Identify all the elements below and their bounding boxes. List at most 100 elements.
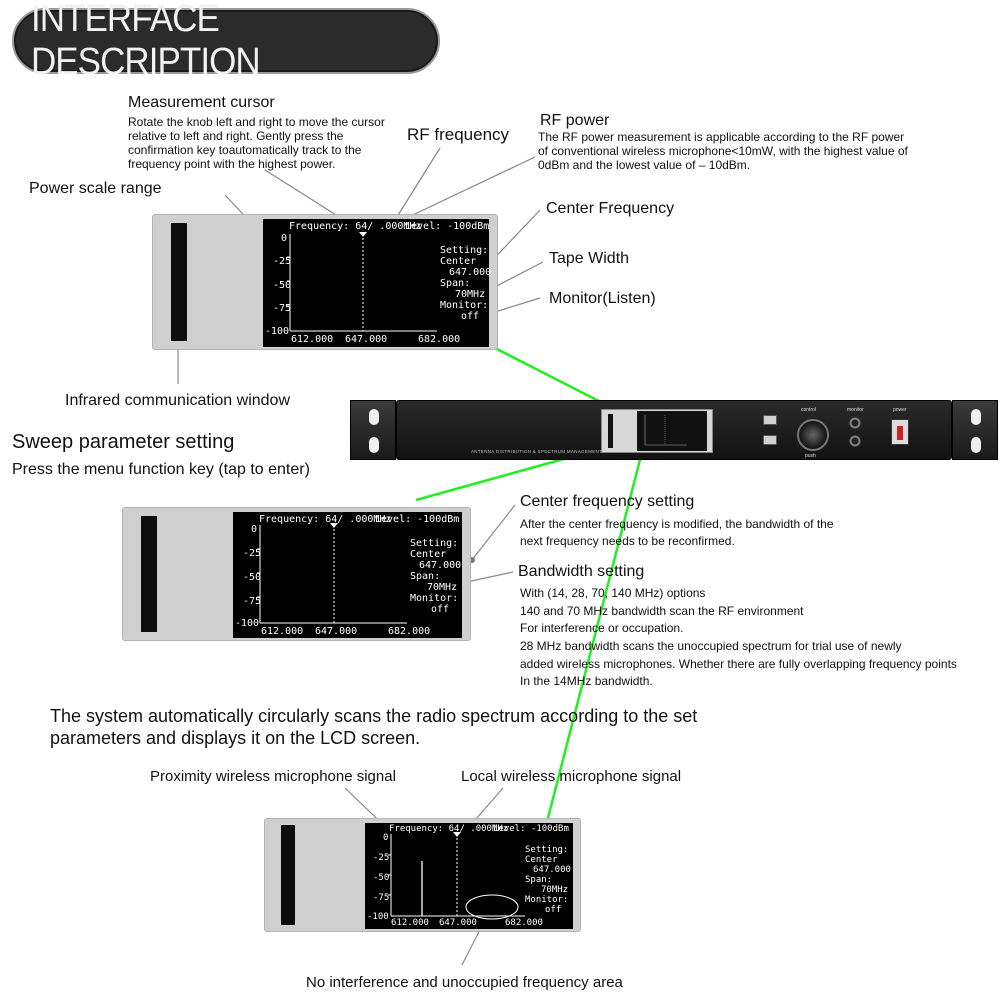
device-panel-bottom: Frequency: 64/ .000MHz Level: -100dBm 0 … <box>264 818 581 932</box>
rack-button-lower[interactable] <box>763 435 777 445</box>
green-link-bottom <box>546 447 645 819</box>
lcd-setting-line: 70MHz <box>541 885 569 895</box>
lcd-setting-line: off <box>431 604 450 615</box>
lcd-setting-line: off <box>545 905 562 915</box>
lcd-setting-line: 647.000 <box>449 267 492 278</box>
center-setting-desc-2: next frequency needs to be reconfirmed. <box>520 534 735 548</box>
local-signal-label: Local wireless microphone signal <box>461 768 682 785</box>
rf-power-title: RF power <box>540 112 610 129</box>
lcd-screen-middle: Frequency: 64/ .000MHz Level: -100dBm 0 … <box>233 512 462 638</box>
lcd-setting-line: Span: <box>440 278 471 289</box>
center-frequency-title: Center Frequency <box>546 200 675 217</box>
rack-push-label: push <box>805 453 816 459</box>
leader-rf-frequency <box>394 147 441 221</box>
lcd-header-level: Level: -100dBm <box>493 824 569 834</box>
lcd-setting-line: Monitor: <box>525 895 569 905</box>
monitor-jack-knob[interactable] <box>849 417 861 429</box>
lcd-x-tick: 682.000 <box>505 918 543 928</box>
monitor-listen-title: Monitor(Listen) <box>549 290 656 307</box>
rf-power-desc: The RF power measurement is applicable a… <box>538 130 908 172</box>
lcd-x-tick: 682.000 <box>388 626 431 637</box>
headphone-jack[interactable] <box>849 435 861 447</box>
lcd-plot-top <box>287 232 437 332</box>
no-interference-label: No interference and unoccupied frequency… <box>306 974 623 991</box>
lcd-setting-line: Center <box>410 549 447 560</box>
lcd-setting-line: Monitor: <box>440 300 489 311</box>
lcd-screen-top: Frequency: 64/ .000MHz Level: -100dBm 0 … <box>263 219 492 347</box>
lcd-header-freq: Frequency: 64/ .000MHz <box>289 221 422 232</box>
infrared-window-title: Infrared communication window <box>65 392 290 409</box>
lcd-x-tick: 612.000 <box>391 918 429 928</box>
bandwidth-desc-1: With (14, 28, 70, 140 MHz) options <box>520 586 706 600</box>
lcd-header-level: Level: -100dBm <box>405 221 490 232</box>
lcd-setting-line: Setting: <box>410 538 459 549</box>
unoccupied-area-ellipse <box>465 894 519 920</box>
lcd-setting-line: Span: <box>525 875 553 885</box>
lcd-y-tick: -25 <box>273 256 292 267</box>
rf-frequency-title: RF frequency <box>407 125 510 144</box>
lcd-y-tick: -50 <box>273 280 292 291</box>
bandwidth-desc-4: 28 MHz bandwidth scans the unoccupied sp… <box>520 639 902 653</box>
rack-unit: ANTENNA DISTRIBUTION & SPECTRUM MANAGEME… <box>396 400 952 460</box>
rack-ear-right <box>952 400 998 460</box>
lcd-setting-line: Center <box>440 256 477 267</box>
bandwidth-desc-5: added wireless microphones. Whether ther… <box>520 657 957 671</box>
measurement-cursor-title: Measurement cursor <box>128 94 275 111</box>
lcd-setting-line: Span: <box>410 571 441 582</box>
measurement-cursor-desc: Rotate the knob left and right to move t… <box>128 115 385 171</box>
leader-rf-power <box>397 156 536 223</box>
lcd-y-tick: -100 <box>367 912 389 922</box>
rack-ear-left <box>350 400 396 460</box>
tape-width-title: Tape Width <box>549 250 630 267</box>
lcd-y-tick: 0 <box>251 524 258 535</box>
lcd-y-tick: -50 <box>373 873 390 883</box>
title-banner: INTERFACE DESCRIPTION <box>12 0 440 83</box>
lcd-header-level: Level: -100dBm <box>375 514 460 525</box>
lcd-y-tick: -25 <box>373 853 390 863</box>
device-panel-middle: Frequency: 64/ .000MHz Level: -100dBm 0 … <box>122 507 471 641</box>
sweep-subtitle: Press the menu function key (tap to ente… <box>12 461 310 478</box>
lcd-plot-bottom <box>388 832 525 920</box>
bandwidth-desc-3: For interference or occupation. <box>520 621 684 635</box>
power-switch[interactable] <box>891 419 909 445</box>
lcd-y-tick: -75 <box>273 303 292 314</box>
sweep-title: Sweep parameter setting <box>12 431 235 453</box>
lcd-plot-middle <box>257 523 407 624</box>
lcd-x-tick: 612.000 <box>291 334 334 345</box>
lcd-setting-line: 647.000 <box>533 865 571 875</box>
title-banner-text: INTERFACE DESCRIPTION <box>30 0 261 83</box>
power-scale-range-title: Power scale range <box>29 180 162 197</box>
rack-model-text: ANTENNA DISTRIBUTION & SPECTRUM MANAGEME… <box>471 449 624 454</box>
system-scan-line-2: parameters and displays it on the LCD sc… <box>50 728 421 748</box>
bandwidth-setting-title: Bandwidth setting <box>518 563 645 580</box>
lcd-x-tick: 612.000 <box>261 626 304 637</box>
lcd-header-freq: Frequency: 64/ .000MHz <box>389 824 509 834</box>
lcd-y-tick: -75 <box>243 596 262 607</box>
lcd-header-freq: Frequency: 64/ .000MHz <box>259 514 392 525</box>
infrared-window <box>171 223 187 341</box>
lcd-x-tick: 682.000 <box>418 334 461 345</box>
rack-lcd <box>637 411 707 451</box>
lcd-x-tick: 647.000 <box>315 626 358 637</box>
lcd-y-tick: 0 <box>383 833 389 843</box>
rack-power-label: power <box>893 407 907 413</box>
control-knob[interactable] <box>797 419 829 451</box>
infrared-window <box>281 825 295 925</box>
lcd-y-tick: -25 <box>243 548 262 559</box>
lcd-setting-line: Center <box>525 855 558 865</box>
lcd-y-tick: -100 <box>235 618 260 629</box>
lcd-setting-line: Setting: <box>440 245 489 256</box>
lcd-setting-line: 70MHz <box>427 582 458 593</box>
infrared-window <box>141 516 157 632</box>
proximity-signal-label: Proximity wireless microphone signal <box>150 768 396 785</box>
rack-button-upper[interactable] <box>763 415 777 425</box>
bandwidth-desc-6: In the 14MHz bandwidth. <box>520 674 653 688</box>
lcd-screen-bottom: Frequency: 64/ .000MHz Level: -100dBm 0 … <box>365 823 573 929</box>
center-setting-desc-1: After the center frequency is modified, … <box>520 517 834 531</box>
center-setting-title: Center frequency setting <box>520 493 695 510</box>
lcd-setting-line: 647.000 <box>419 560 462 571</box>
leader-center-setting <box>471 504 516 561</box>
lcd-y-tick: 0 <box>281 233 288 244</box>
rack-monitor-label: monitor <box>847 407 864 413</box>
bandwidth-desc-2: 140 and 70 MHz bandwidth scan the RF env… <box>520 604 804 618</box>
